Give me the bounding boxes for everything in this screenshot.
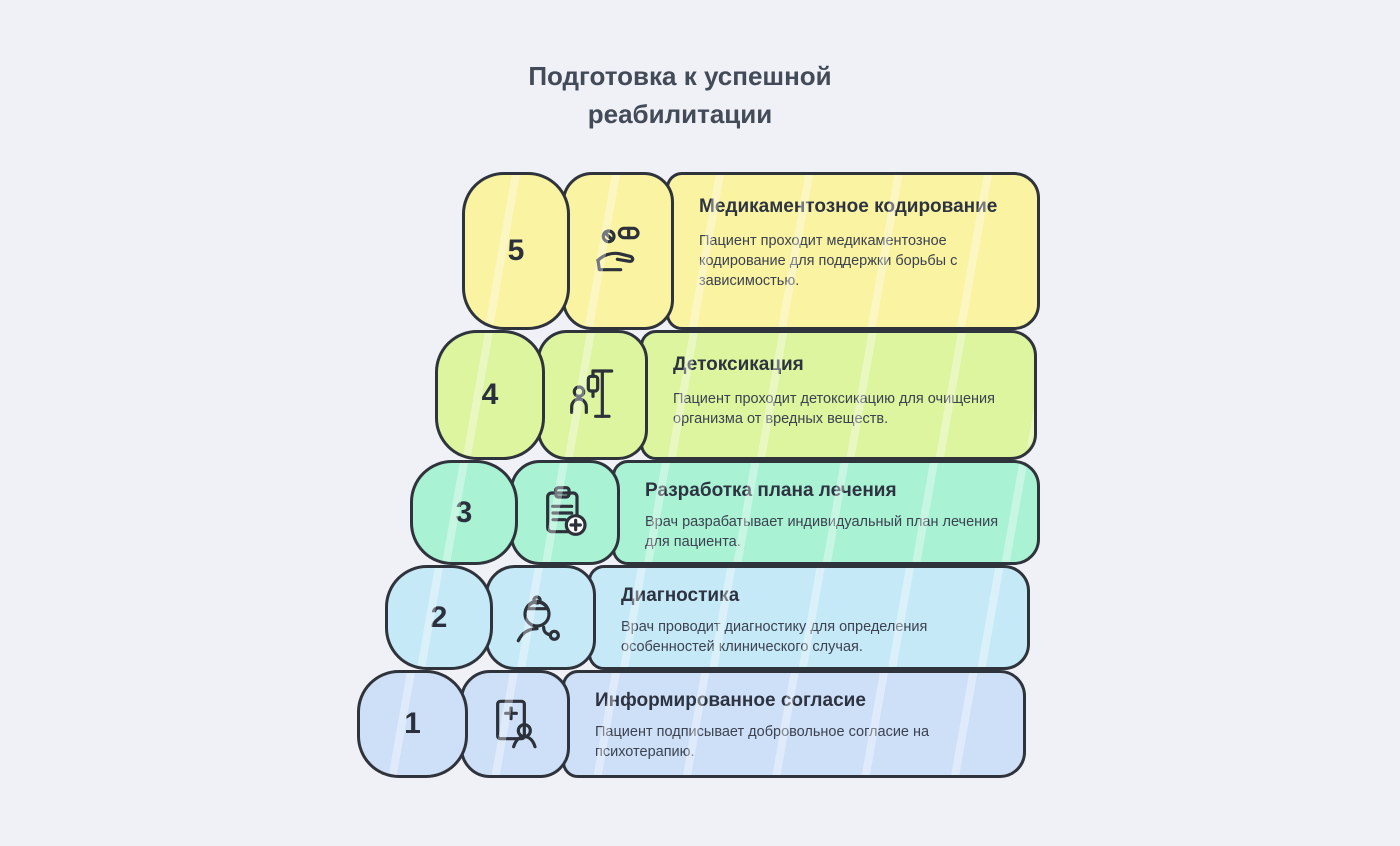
step-number: 2: [430, 600, 448, 634]
step-description: Врач разрабатывает индивидуальный план л…: [645, 513, 999, 550]
step-title: Детоксикация: [673, 354, 804, 375]
step-3-row: 3 Разработка плана лечения Врач разрабат…: [410, 460, 1040, 565]
step-description: Пациент проходит детоксикацию для очищен…: [673, 390, 995, 427]
step-number: 3: [455, 495, 473, 529]
step-1-number-badge: 1: [357, 670, 468, 778]
page-title-line1: Подготовка к успешной: [528, 61, 832, 91]
step-2-content-panel: Диагностика Врач проводит диагностику дл…: [588, 565, 1030, 670]
page-title: Подготовка к успешной реабилитации: [380, 58, 980, 133]
page-title-line2: реабилитации: [587, 98, 773, 129]
step-4-content-panel: Детоксикация Пациент проходит детоксикац…: [640, 330, 1037, 460]
consent-document-icon: [460, 670, 570, 778]
treatment-plan-icon: [510, 460, 620, 565]
step-number: 5: [507, 234, 525, 267]
step-5-number-badge: 5: [462, 172, 570, 330]
step-description: Пациент подписывает добровольное согласи…: [595, 723, 930, 760]
step-description: Врач проводит диагностику для определени…: [621, 618, 928, 655]
step-title: Медикаментозное кодирование: [699, 196, 998, 217]
step-title: Информированное согласие: [595, 690, 866, 711]
step-2-number-badge: 2: [385, 565, 493, 670]
step-5-row: 5 Медикаментозное кодирование Пациент пр…: [462, 172, 1040, 330]
step-4-row: 4 Детоксикация Пациент проходит детоксик…: [435, 330, 1037, 460]
step-number: 4: [481, 378, 499, 411]
step-3-content-panel: Разработка плана лечения Врач разрабатыв…: [612, 460, 1040, 565]
pills-hand-icon: [562, 172, 674, 330]
iv-drip-icon: [537, 330, 648, 460]
step-number: 1: [404, 707, 421, 740]
step-2-row: 2 Диагностика Врач проводит диагностику …: [385, 565, 1030, 670]
step-1-row: 1 Информированное согласие Пациент подпи…: [357, 670, 1026, 778]
step-4-number-badge: 4: [435, 330, 545, 460]
step-5-content-panel: Медикаментозное кодирование Пациент прох…: [666, 172, 1040, 330]
step-3-number-badge: 3: [410, 460, 518, 565]
step-title: Диагностика: [621, 585, 740, 606]
step-description: Пациент проходит медикаментозное кодиров…: [699, 232, 958, 289]
step-1-content-panel: Информированное согласие Пациент подписы…: [562, 670, 1026, 778]
doctor-diagnostics-icon: [485, 565, 596, 670]
step-title: Разработка плана лечения: [645, 480, 897, 501]
